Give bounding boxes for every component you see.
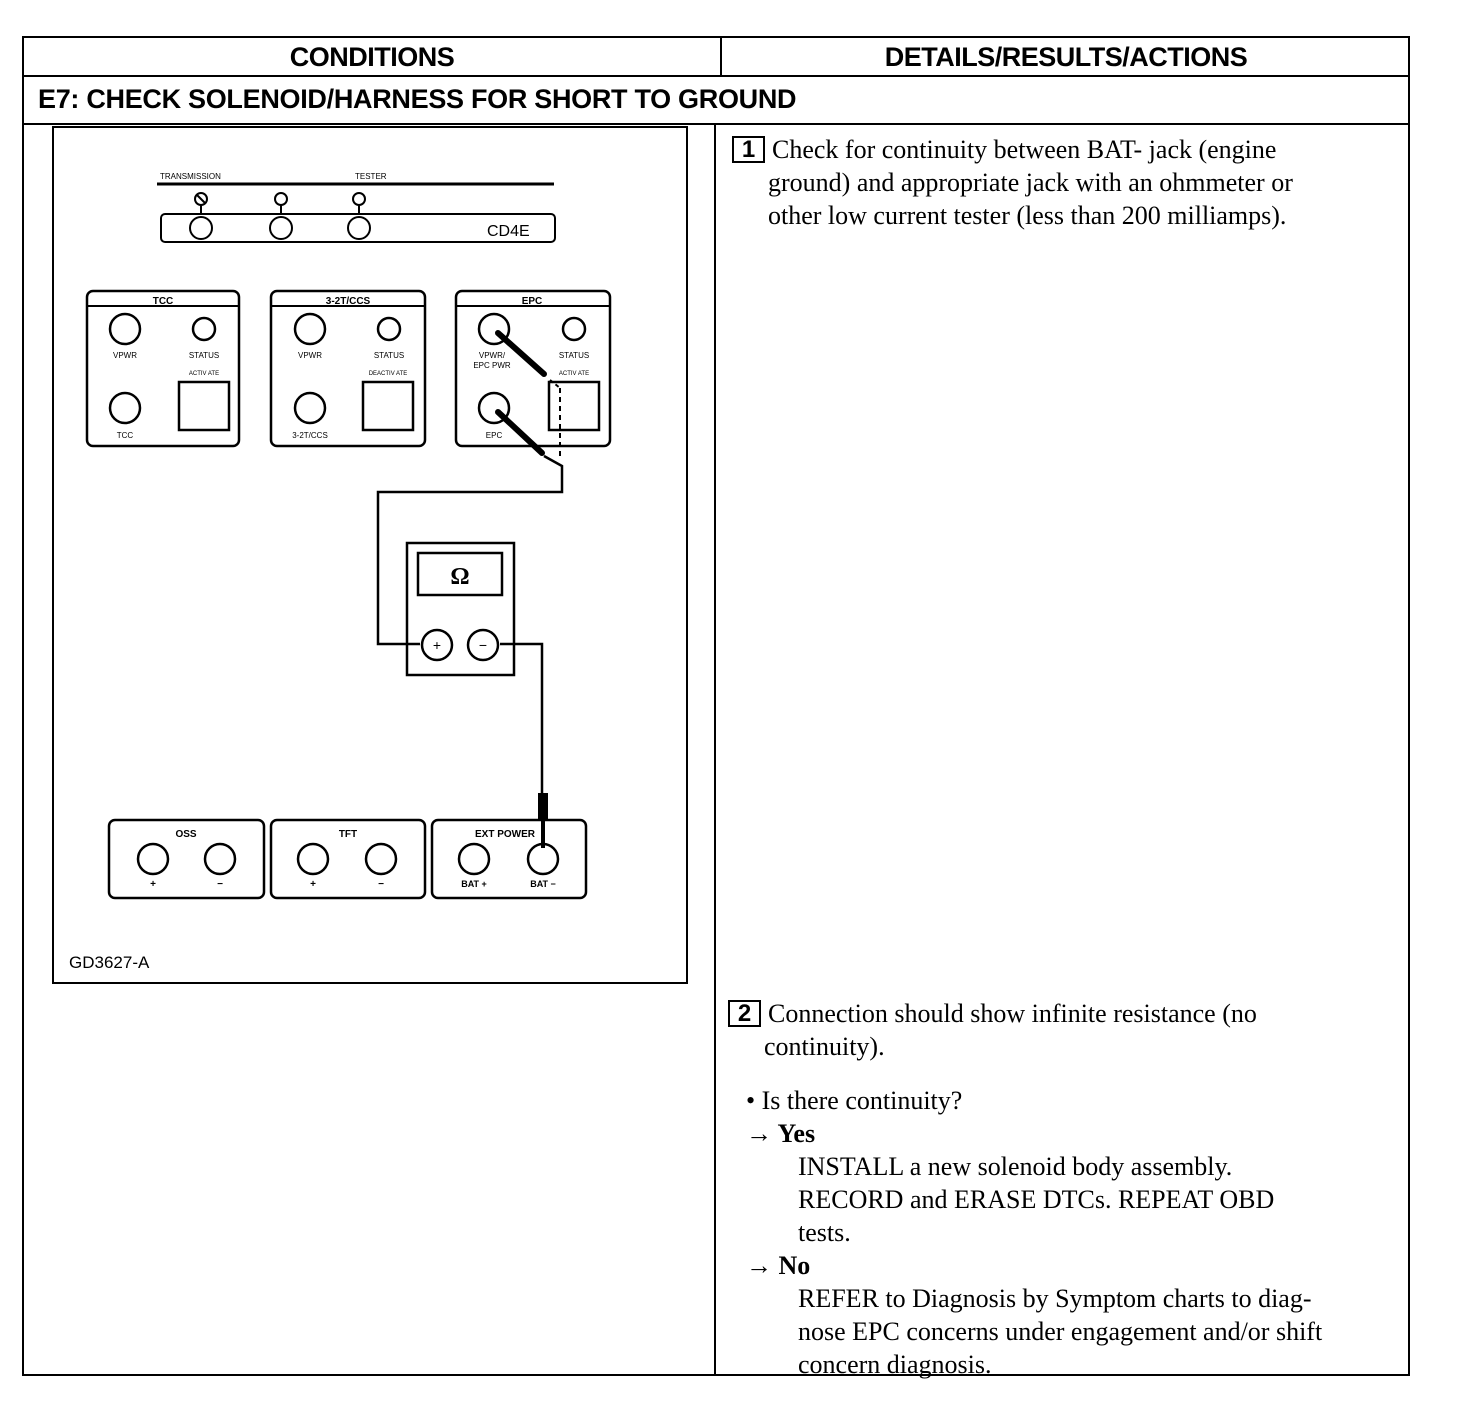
epc-jack-label: EPC <box>486 431 503 440</box>
bat-plus-jack <box>457 842 491 876</box>
s32-vpwr-jack <box>293 312 327 346</box>
answer-yes-label: → Yes <box>746 1119 816 1148</box>
header-divider <box>24 75 1408 77</box>
step-1-line-1: Check for continuity between BAT- jack (… <box>772 135 1277 164</box>
bat-minus-label: BAT − <box>530 879 556 889</box>
step-2-text: Connection should show infinite resistan… <box>764 997 1257 1063</box>
tcc-panel: TCC VPWR STATUS ACTIV ATE TCC <box>85 289 241 448</box>
epc-vpwr-label-2: EPC PWR <box>473 361 511 370</box>
ohm-symbol: Ω <box>450 564 469 590</box>
step-2-line-1: Connection should show infinite resistan… <box>768 999 1257 1028</box>
s32-jack-label: 3-2T/CCS <box>292 431 328 440</box>
meter-minus-jack <box>466 628 500 662</box>
header-details-results-actions: DETAILS/RESULTS/ACTIONS <box>884 42 1248 72</box>
meter-display <box>416 551 504 597</box>
epc-switch <box>547 380 601 432</box>
shift-solenoid-panel: 3-2T/CCS VPWR STATUS DEACTIV ATE 3-2T/CC… <box>269 289 427 448</box>
connector-pin-2 <box>274 192 288 206</box>
s32-switch-label: DEACTIV ATE <box>369 371 408 377</box>
step-2-line-2: continuity). <box>764 1032 885 1061</box>
connector-strip: TRANSMISSION TESTER CD4E <box>157 172 556 243</box>
answer-no-line-2: nose EPC concerns under engagement and/o… <box>798 1317 1323 1346</box>
s32-status-label: STATUS <box>374 351 404 360</box>
lead-negative <box>500 642 544 798</box>
tft-plus-jack <box>296 842 330 876</box>
header-conditions: CONDITIONS <box>24 38 722 76</box>
oss-panel: OSS + − <box>107 818 266 900</box>
tcc-status-led <box>191 316 217 342</box>
tcc-jack-label: TCC <box>117 431 134 440</box>
tcc-jack <box>108 391 142 425</box>
oss-plus-label: + <box>150 879 156 890</box>
tft-plus-label: + <box>310 879 316 890</box>
tcc-switch-label: ACTIV ATE <box>189 371 219 377</box>
epc-status-led <box>561 316 587 342</box>
tcc-vpwr-jack <box>108 312 142 346</box>
label-tester: TESTER <box>355 172 387 181</box>
probe-bat-minus <box>538 793 548 821</box>
s32-title: 3-2T/CCS <box>326 296 371 307</box>
tft-title: TFT <box>339 829 357 840</box>
tcc-status-label: STATUS <box>189 351 219 360</box>
answer-no-line-1: REFER to Diagnosis by Symptom charts to … <box>798 1284 1312 1313</box>
tcc-title: TCC <box>153 296 174 307</box>
step-2-number: 2 <box>728 1000 761 1027</box>
s32-switch <box>361 380 415 432</box>
tft-panel: TFT + − <box>269 818 427 900</box>
answer-no-label: → No <box>746 1251 811 1280</box>
section-divider <box>24 123 1408 125</box>
tft-minus-jack <box>364 842 398 876</box>
probe-vpwr <box>495 330 547 377</box>
answer-yes-line-2: RECORD and ERASE DTCs. REPEAT OBD <box>798 1185 1275 1214</box>
tester-hookup-figure: TRANSMISSION TESTER CD4E TCC VPWR STATUS… <box>52 126 688 984</box>
answer-no-line-3: concern diagnosis. <box>798 1350 992 1379</box>
epc-panel: EPC VPWR/ EPC PWR STATUS ACTIV ATE EPC <box>454 289 612 456</box>
column-divider <box>714 124 716 1376</box>
figure-frame <box>52 126 688 984</box>
oss-title: OSS <box>175 829 196 840</box>
epc-vpwr-jack <box>477 312 511 346</box>
section-title: E7: CHECK SOLENOID/HARNESS FOR SHORT TO … <box>38 84 797 114</box>
diagnostic-table: CONDITIONS DETAILS/RESULTS/ACTIONS E7: C… <box>22 36 1410 1376</box>
tft-minus-label: − <box>378 879 384 890</box>
answer-yes-line-1: INSTALL a new solenoid body assembly. <box>798 1152 1233 1181</box>
meter-plus-label: + <box>433 637 441 653</box>
step-1-line-3: other low current tester (less than 200 … <box>768 201 1287 230</box>
probe-epc <box>495 409 545 456</box>
connector-pin-3 <box>352 192 366 206</box>
tcc-switch <box>177 380 231 432</box>
oss-plus-jack <box>136 842 170 876</box>
ext-power-panel: EXT POWER BAT + BAT − <box>430 818 588 900</box>
ohmmeter: Ω + − <box>405 541 516 677</box>
lead-positive <box>376 454 564 646</box>
s32-jack <box>293 391 327 425</box>
tcc-vpwr-label: VPWR <box>113 351 137 360</box>
meter-minus-label: − <box>479 637 487 653</box>
s32-status-led <box>376 316 402 342</box>
epc-jack <box>477 391 511 425</box>
meter-plus-jack <box>420 628 454 662</box>
ext-title: EXT POWER <box>475 829 536 840</box>
model-label: CD4E <box>487 223 530 240</box>
epc-vpwr-label: VPWR/ <box>479 351 506 360</box>
epc-switch-label: ACTIV ATE <box>559 371 589 377</box>
oss-minus-label: − <box>217 879 223 890</box>
bat-minus-jack <box>526 842 560 876</box>
answer-yes-line-3: tests. <box>798 1218 851 1247</box>
decision-block: • Is there continuity? → Yes INSTALL a n… <box>746 1084 1396 1381</box>
connector-plug <box>160 213 556 243</box>
s32-vpwr-label: VPWR <box>298 351 322 360</box>
question: • Is there continuity? <box>746 1086 963 1115</box>
epc-title: EPC <box>522 296 543 307</box>
step-1-text: Check for continuity between BAT- jack (… <box>768 133 1293 232</box>
step-1-line-2: ground) and appropriate jack with an ohm… <box>768 168 1293 197</box>
bat-plus-label: BAT + <box>461 879 487 889</box>
figure-id: GD3627-A <box>69 953 150 972</box>
epc-status-label: STATUS <box>559 351 589 360</box>
label-transmission: TRANSMISSION <box>160 172 221 181</box>
oss-minus-jack <box>203 842 237 876</box>
step-1-number: 1 <box>732 136 765 163</box>
